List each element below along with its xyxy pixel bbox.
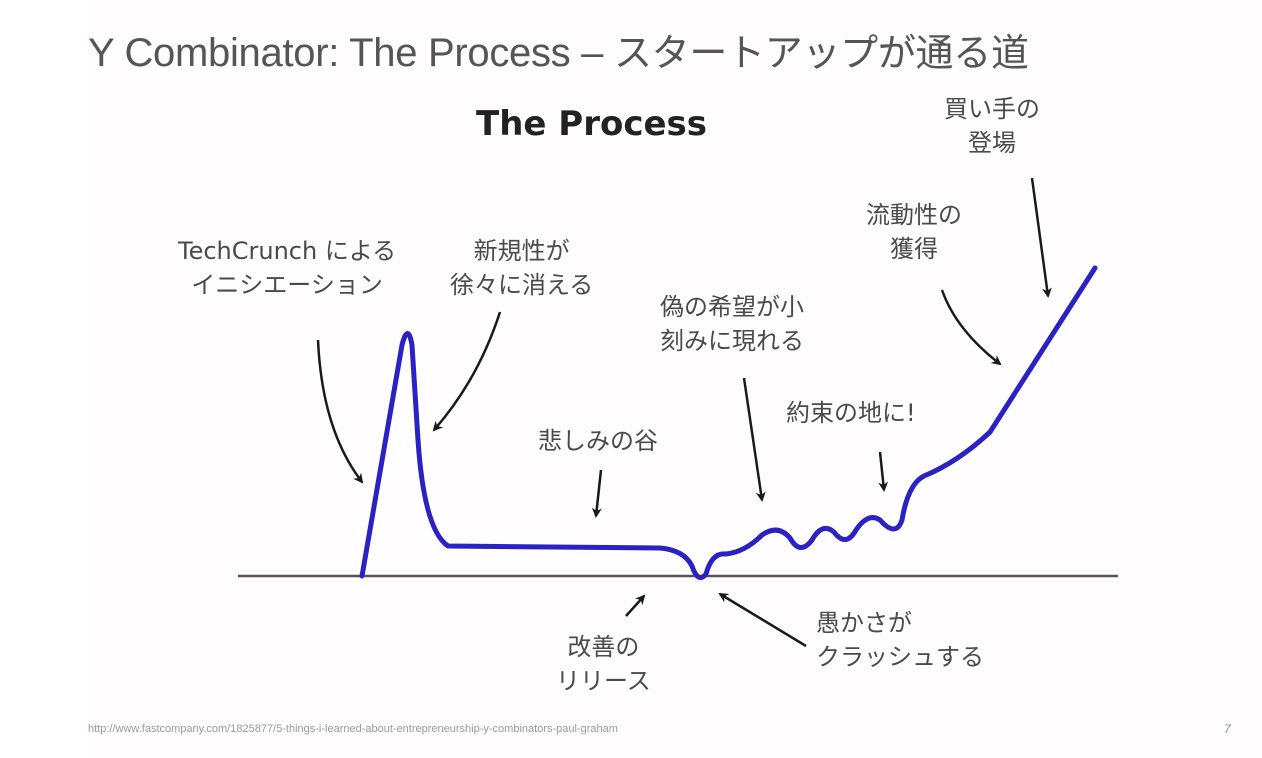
label-techcrunch-initiation: TechCrunch による イニシエーション: [178, 234, 396, 302]
diagram-title: The Process: [476, 104, 708, 144]
techcrunch-arrow-icon: [316, 339, 364, 484]
label-promised-land: 約束の地に!: [786, 396, 916, 430]
slide-title-japanese: スタートアップが通る道: [613, 31, 1029, 75]
crash-arrow-icon: [718, 592, 807, 648]
label-line: 獲得: [890, 235, 938, 263]
process-curve: [359, 265, 1098, 581]
buyers-arrow-icon: [1030, 177, 1052, 298]
slide-title-english: Y Combinator: The Process –: [88, 31, 614, 75]
label-liquidity: 流動性の 獲得: [866, 198, 962, 266]
release-arrow-icon: [625, 594, 646, 617]
slide-title: Y Combinator: The Process – スタートアップが通る道: [88, 22, 1029, 77]
liquidity-arrow-icon: [940, 289, 1002, 366]
slide-background: [86, 0, 1262, 758]
label-line: 約束の地に!: [786, 399, 916, 427]
promised-land-arrow-icon: [878, 451, 889, 492]
novelty-arrow-icon: [432, 311, 502, 432]
label-improvement-release: 改善の リリース: [556, 630, 651, 698]
label-line: 愚かさが: [816, 609, 912, 637]
label-line: 改善の: [567, 633, 640, 661]
false-hope-arrow-icon: [742, 377, 766, 502]
label-novelty-fades: 新規性が 徐々に消える: [450, 234, 593, 302]
label-line: 登場: [968, 129, 1016, 157]
sorrow-arrow-icon: [591, 469, 603, 518]
label-buyers-appear: 買い手の 登場: [944, 92, 1040, 160]
label-line: リリース: [556, 667, 651, 695]
source-link[interactable]: http://www.fastcompany.com/1825877/5-thi…: [88, 723, 618, 735]
label-line: イニシエーション: [191, 271, 383, 299]
label-crash-of-ineptitude: 愚かさが クラッシュする: [816, 606, 984, 674]
label-line: TechCrunch による: [178, 237, 397, 265]
label-line: 徐々に消える: [450, 271, 594, 299]
label-line: クラッシュする: [816, 643, 984, 671]
page-number: 7: [1224, 722, 1231, 736]
label-false-hope: 偽の希望が小 刻みに現れる: [660, 290, 804, 358]
label-trough-of-sorrow: 悲しみの谷: [538, 424, 658, 458]
label-line: 買い手の: [944, 95, 1040, 123]
label-line: 流動性の: [866, 201, 962, 229]
label-line: 刻みに現れる: [660, 327, 804, 355]
label-line: 悲しみの谷: [538, 427, 658, 455]
label-line: 偽の希望が小: [660, 293, 804, 321]
label-line: 新規性が: [473, 237, 570, 265]
